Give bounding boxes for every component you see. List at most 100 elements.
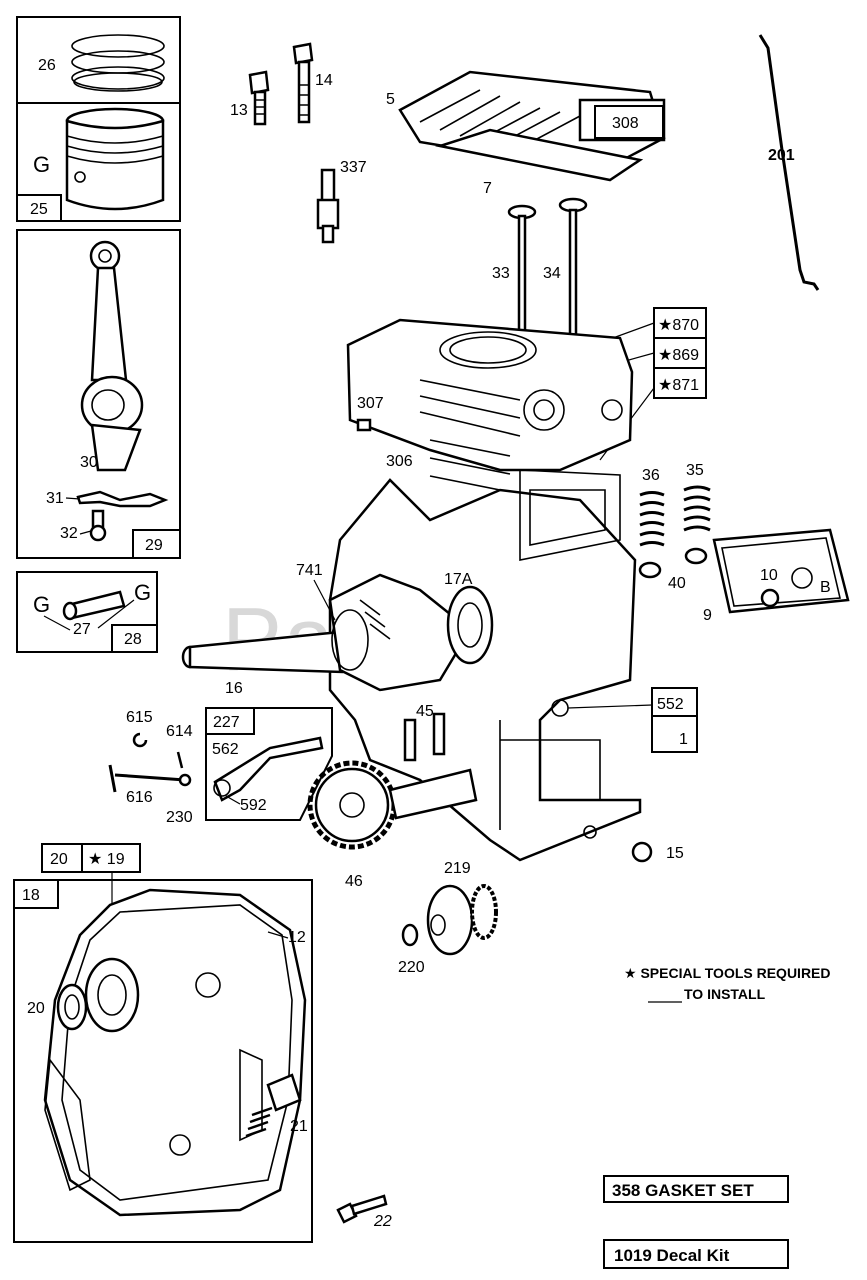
label-box-308 xyxy=(594,105,664,139)
cylinder-block[interactable] xyxy=(328,318,642,862)
label-40: 40 xyxy=(668,575,686,592)
label-32: 32 xyxy=(60,525,78,542)
bolt-22[interactable] xyxy=(336,1194,388,1224)
label-7: 7 xyxy=(483,180,492,197)
label-306: 306 xyxy=(386,453,413,470)
rod-lock-plate[interactable] xyxy=(76,490,169,508)
label-G-pin-left: G xyxy=(33,592,50,617)
label-870: ★870 xyxy=(658,317,699,334)
label-308: 308 xyxy=(612,115,639,132)
oil-seal-20[interactable] xyxy=(56,983,88,1031)
piston-pin-group: G G 27 28 xyxy=(16,571,158,653)
label-box-29 xyxy=(132,529,181,559)
piston-pin[interactable] xyxy=(62,590,126,621)
label-31: 31 xyxy=(46,490,64,507)
bearing-17A[interactable] xyxy=(446,585,494,665)
governor-crank-562[interactable] xyxy=(213,736,324,802)
governor-shaft-616[interactable] xyxy=(108,764,192,793)
oil-fill-21[interactable] xyxy=(245,1073,302,1138)
label-box-25 xyxy=(16,194,62,222)
washer-614[interactable] xyxy=(176,751,184,769)
label-5: 5 xyxy=(386,91,395,108)
label-614: 614 xyxy=(166,723,193,740)
label-18: 18 xyxy=(22,887,40,904)
gear-219[interactable] xyxy=(426,884,498,956)
label-9: 9 xyxy=(703,607,712,624)
label-35: 35 xyxy=(686,462,704,479)
piston[interactable] xyxy=(65,107,165,211)
label-12: 12 xyxy=(288,929,306,946)
label-25: 25 xyxy=(30,201,48,218)
label-616: 616 xyxy=(126,789,153,806)
label-36: 36 xyxy=(642,467,660,484)
clip-615[interactable] xyxy=(132,732,148,748)
breather-assembly-9[interactable] xyxy=(712,528,850,614)
retainer-40[interactable] xyxy=(638,547,708,579)
valve-spring-36[interactable] xyxy=(639,491,665,547)
valve-34[interactable] xyxy=(558,197,588,338)
label-27: 27 xyxy=(73,621,91,638)
label-17A: 17A xyxy=(444,571,473,588)
pin-group-frame xyxy=(16,571,158,653)
label-B: B xyxy=(820,579,831,596)
label-562: 562 xyxy=(212,741,239,758)
bolt-14[interactable] xyxy=(292,42,314,124)
special-tools-note-line1: ★ SPECIAL TOOLS REQUIRED xyxy=(624,965,831,981)
decal-kit-box[interactable] xyxy=(603,1239,789,1269)
rod-bolt[interactable] xyxy=(89,509,107,542)
label-box-871 xyxy=(653,367,707,399)
label-22: 22 xyxy=(373,1213,392,1230)
label-227: 227 xyxy=(213,714,240,731)
piston-group: 25 26 G xyxy=(16,16,181,222)
label-16: 16 xyxy=(225,680,243,697)
plug-15[interactable] xyxy=(631,841,653,863)
label-33: 33 xyxy=(492,265,510,282)
piston-rings[interactable] xyxy=(71,34,165,92)
label-307: 307 xyxy=(357,395,384,412)
crankcase-cover-12[interactable] xyxy=(43,888,307,1217)
label-21: 21 xyxy=(290,1118,308,1135)
label-20-top: 20 xyxy=(50,851,68,868)
connecting-rod-group: 29 30 31 32 xyxy=(16,229,181,559)
camshaft-gear-46[interactable] xyxy=(307,760,478,850)
label-28: 28 xyxy=(124,631,142,648)
label-592: 592 xyxy=(240,797,267,814)
label-337: 337 xyxy=(340,159,367,176)
gasket-set-box[interactable] xyxy=(603,1175,789,1203)
governor-group-frame xyxy=(205,707,333,821)
washer-220[interactable] xyxy=(401,923,419,947)
label-869: ★869 xyxy=(658,347,699,364)
governor-link-201[interactable] xyxy=(758,34,820,291)
label-46: 46 xyxy=(345,873,363,890)
cover-group-frame xyxy=(13,879,313,1243)
label-19: ★ 19 xyxy=(88,851,125,868)
label-G-pin-right: G xyxy=(134,580,151,605)
gasket-set-label: 358 GASKET SET xyxy=(612,1181,754,1200)
label-220: 220 xyxy=(398,959,425,976)
label-10: 10 xyxy=(760,567,778,584)
label-G-piston: G xyxy=(33,152,50,177)
connecting-rod[interactable] xyxy=(80,240,144,472)
label-30: 30 xyxy=(80,454,98,471)
valve-spring-35[interactable] xyxy=(683,485,711,532)
label-29: 29 xyxy=(145,537,163,554)
conrod-group-frame xyxy=(16,229,181,559)
label-871: ★871 xyxy=(658,377,699,394)
label-1: 1 xyxy=(679,731,688,748)
bolt-13[interactable] xyxy=(248,70,270,126)
label-615: 615 xyxy=(126,709,153,726)
tappets-45[interactable] xyxy=(403,712,446,762)
label-219: 219 xyxy=(444,860,471,877)
label-15: 15 xyxy=(666,845,684,862)
valve-33[interactable] xyxy=(507,204,537,348)
special-tools-note-line2: TO INSTALL xyxy=(684,986,766,1002)
label-13: 13 xyxy=(230,102,248,119)
crankshaft-16[interactable] xyxy=(181,573,472,692)
label-741: 741 xyxy=(296,562,323,579)
label-552: 552 xyxy=(657,696,684,713)
plug-307[interactable] xyxy=(356,418,372,432)
spark-plug-337[interactable] xyxy=(316,168,340,244)
label-201: 201 xyxy=(768,147,795,164)
label-box-28 xyxy=(111,624,158,653)
